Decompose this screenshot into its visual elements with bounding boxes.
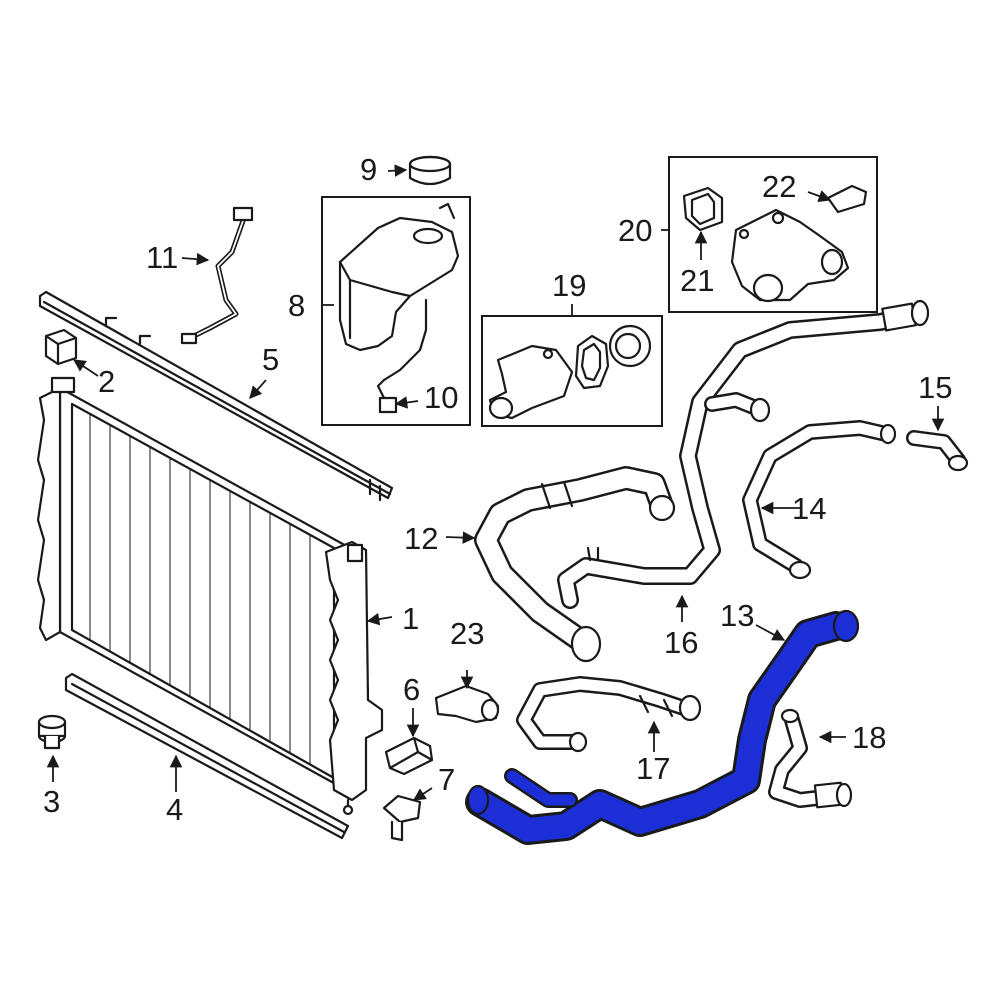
thermostat-part[interactable] bbox=[608, 324, 652, 368]
lower-support-part[interactable] bbox=[64, 672, 350, 840]
callout-leaders bbox=[46, 164, 945, 801]
callout-8: 8 bbox=[288, 288, 305, 323]
callout-7: 7 bbox=[438, 762, 455, 797]
callout-12: 12 bbox=[404, 521, 438, 556]
wire-harness-part[interactable] bbox=[180, 206, 254, 345]
callout-23: 23 bbox=[450, 616, 484, 651]
callout-10: 10 bbox=[424, 380, 458, 415]
reservoir-group-frame bbox=[321, 196, 471, 426]
radiator-mount-part[interactable] bbox=[44, 328, 78, 366]
callout-20: 20 bbox=[618, 213, 652, 248]
callout-15: 15 bbox=[918, 370, 952, 405]
overflow-hose-part[interactable] bbox=[516, 676, 702, 753]
lower-radiator-hose-part[interactable] bbox=[465, 609, 860, 845]
reservoir-cap-part[interactable] bbox=[408, 155, 452, 186]
thermostat-housing-part[interactable] bbox=[488, 344, 574, 420]
temperature-sender-part[interactable] bbox=[826, 184, 868, 214]
callout-22: 22 bbox=[762, 169, 796, 204]
callout-14: 14 bbox=[792, 491, 826, 526]
callout-5: 5 bbox=[262, 342, 279, 377]
thermostat-gasket-part[interactable] bbox=[574, 334, 610, 390]
callout-6: 6 bbox=[403, 672, 420, 707]
short-hose-part[interactable] bbox=[906, 430, 969, 472]
callout-labels: 1 2 3 4 5 6 7 8 9 10 11 12 13 14 15 16 1… bbox=[43, 152, 952, 827]
callout-18: 18 bbox=[852, 720, 886, 755]
callout-13: 13 bbox=[720, 598, 754, 633]
level-sensor-part[interactable] bbox=[376, 378, 398, 414]
reservoir-part[interactable] bbox=[338, 202, 460, 382]
callout-2: 2 bbox=[98, 364, 115, 399]
bypass-hose-part[interactable] bbox=[742, 420, 897, 580]
callout-21: 21 bbox=[680, 263, 714, 298]
outlet-group-frame bbox=[668, 156, 878, 313]
temperature-sensor-part[interactable] bbox=[384, 736, 434, 776]
callout-3: 3 bbox=[43, 784, 60, 819]
radiator-part[interactable] bbox=[36, 376, 384, 816]
callout-17: 17 bbox=[636, 751, 670, 786]
callout-16: 16 bbox=[664, 625, 698, 660]
callout-19: 19 bbox=[552, 268, 586, 303]
heater-hose-part[interactable] bbox=[557, 299, 930, 609]
gasket-part[interactable] bbox=[682, 186, 724, 232]
water-outlet-part[interactable] bbox=[730, 208, 850, 303]
callout-11: 11 bbox=[146, 240, 178, 275]
callout-9: 9 bbox=[360, 152, 377, 187]
upper-hose-part[interactable] bbox=[474, 466, 676, 663]
isolator-part[interactable] bbox=[37, 714, 67, 750]
callout-1: 1 bbox=[402, 601, 419, 636]
upper-support-part[interactable] bbox=[38, 290, 394, 502]
callout-4: 4 bbox=[166, 792, 183, 827]
bleeder-part[interactable] bbox=[382, 794, 422, 842]
control-valve-part[interactable] bbox=[434, 684, 500, 724]
branch-hose-part[interactable] bbox=[768, 708, 853, 809]
